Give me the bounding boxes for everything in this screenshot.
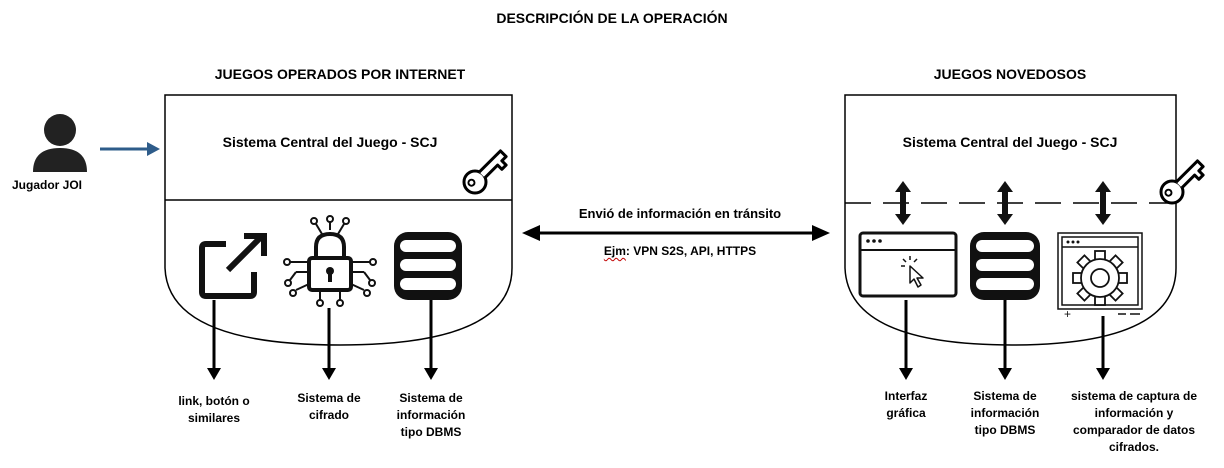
label-encryption-system: Sistema de cifrado bbox=[297, 391, 361, 422]
key-icon-right bbox=[1159, 159, 1205, 205]
transit-example-rest: : VPN S2S, API, HTTPS bbox=[625, 244, 757, 258]
transit-example-prefix: Ejm bbox=[603, 244, 626, 258]
double-arrows-right bbox=[895, 181, 1111, 225]
label-graphical-interface: Interfaz gráfica bbox=[884, 389, 928, 420]
encryption-lock-icon bbox=[283, 215, 377, 307]
transit-label: Envió de información en tránsito bbox=[578, 206, 782, 221]
player-label: Jugador JOI bbox=[12, 178, 83, 192]
diagram-title: DESCRIPCIÓN DE LA OPERACIÓN bbox=[496, 10, 728, 26]
transit-double-arrow bbox=[522, 225, 830, 241]
label-capture-system: sistema de captura de información y comp… bbox=[1070, 389, 1198, 454]
left-system-label: Sistema Central del Juego - SCJ bbox=[222, 134, 438, 150]
right-system-label: Sistema Central del Juego - SCJ bbox=[902, 134, 1118, 150]
left-section-heading: JUEGOS OPERADOS POR INTERNET bbox=[214, 66, 466, 82]
left-system-container bbox=[164, 94, 513, 346]
player-icon bbox=[33, 114, 87, 172]
database-icon-left bbox=[394, 232, 462, 300]
right-section-heading: JUEGOS NOVEDOSOS bbox=[933, 66, 1087, 82]
transit-example: Ejm: VPN S2S, API, HTTPS bbox=[560, 244, 800, 258]
label-link-button: link, botón o similares bbox=[178, 394, 250, 425]
browser-window-icon bbox=[858, 231, 958, 298]
label-dbms-left: Sistema de información tipo DBMS bbox=[396, 391, 466, 439]
database-icon-right bbox=[970, 232, 1040, 300]
svg-text:+: + bbox=[1064, 307, 1071, 321]
gear-window-icon: + bbox=[1057, 232, 1143, 321]
external-link-icon bbox=[199, 233, 267, 299]
right-system-container bbox=[844, 94, 1177, 346]
component-down-arrows bbox=[212, 300, 1105, 370]
label-dbms-right: Sistema de información tipo DBMS bbox=[970, 389, 1040, 437]
key-icon-left bbox=[462, 149, 508, 195]
